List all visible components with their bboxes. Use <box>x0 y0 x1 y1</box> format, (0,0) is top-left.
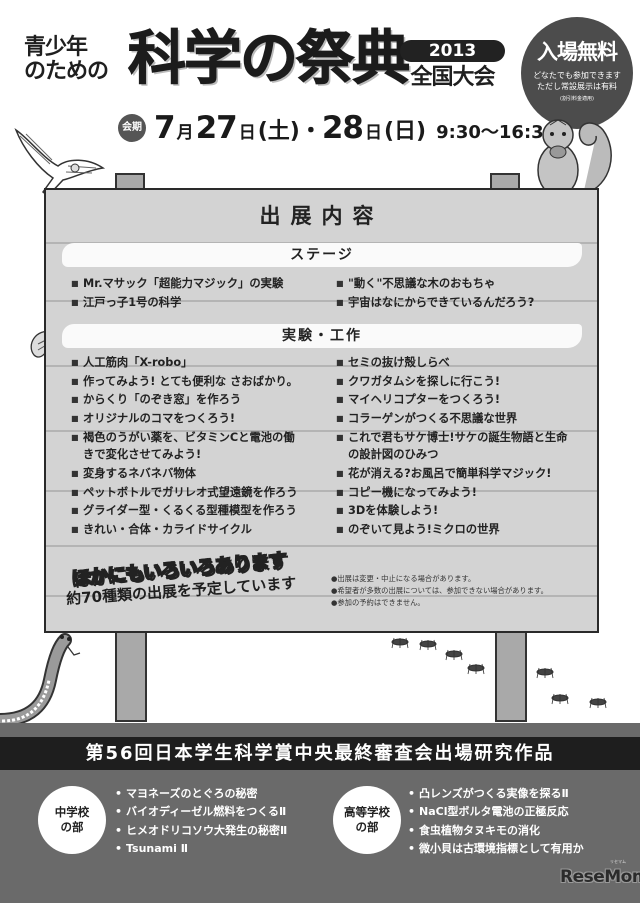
junior-high-label-line1: 中学校 <box>54 805 90 819</box>
work-item: ヒメオドリコソウ大発生の秘密Ⅱ <box>115 822 287 841</box>
award-section: 第56回日本学生科学賞中央最終審査会出場研究作品 中学校 の部 マヨネーズのとぐ… <box>0 723 640 903</box>
event-dates: 会期 7 月 27 日 (土) ・ 28 日 (日) 9:30〜16:30 <box>118 110 556 146</box>
date-separator: ・ <box>299 119 322 144</box>
experiment-item: 人工筋肉「X-robo」 <box>71 354 336 373</box>
poster-header: 青少年 のための 科学の祭典 2013 全国大会 入場無料 どなたでも参加できま… <box>0 0 640 175</box>
high-school-label: 高等学校 の部 <box>333 786 401 854</box>
day1: 27 <box>195 110 238 146</box>
snake-icon <box>0 633 81 725</box>
junior-high-label: 中学校 の部 <box>38 786 106 854</box>
experiment-item: これで君もサケ博士!サケの誕生物語と生命の設計図のひみつ <box>336 428 576 465</box>
plank-divider <box>46 595 597 597</box>
experiment-item: 花が消える?お風呂で簡単科学マジック! <box>336 465 581 484</box>
post-bottom-left <box>115 630 147 722</box>
logo-kana: リセマム <box>610 859 626 864</box>
experiment-item: 3Dを体験しよう! <box>336 502 581 521</box>
work-item: バイオディーゼル燃料をつくるⅡ <box>115 803 287 822</box>
experiments-heading: 実験・工作 <box>62 324 582 348</box>
free-admission-title: 入場無料 <box>537 40 618 64</box>
work-item: マヨネーズのとぐろの秘密 <box>115 785 287 804</box>
ants-icon <box>391 637 607 709</box>
period-badge: 会期 <box>118 114 146 142</box>
exhibit-signboard: 出展内容 ステージ Mr.マサック「超能力マジック」の実験 "動く"不思議な木の… <box>44 188 599 633</box>
bird-icon <box>14 128 106 198</box>
stage-item: 江戸っ子1号の科学 <box>71 294 336 313</box>
junior-high-works: マヨネーズのとぐろの秘密 バイオディーゼル燃料をつくるⅡ ヒメオドリコソウ大発生… <box>115 785 287 858</box>
stage-heading: ステージ <box>62 243 582 267</box>
experiment-item: ペットボトルでガリレオ式望遠鏡を作ろう <box>71 484 336 503</box>
work-item: 食虫植物タヌキモの消化 <box>408 822 584 841</box>
exhibit-notes: ●出展は変更・中止になる場合があります。 ●希望者が多数の出展については、参加で… <box>331 573 548 609</box>
stage-item: Mr.マサック「超能力マジック」の実験 <box>71 275 336 294</box>
experiment-item: クワガタムシを探しに行こう! <box>336 373 581 392</box>
experiment-item: のぞいて見よう!ミクロの世界 <box>336 521 581 540</box>
free-admission-line2: ただし常設展示は有料 <box>537 82 617 91</box>
event-time: 9:30〜16:30 <box>436 122 557 143</box>
day2-unit: 日 <box>365 123 382 143</box>
free-admission-badge: 入場無料 どなたでも参加できます ただし常設展示は有料 (割引料金適用) <box>521 17 633 129</box>
post-bottom-right <box>495 630 527 722</box>
day1-unit: 日 <box>238 123 256 143</box>
experiment-item: グライダー型・くるくる型種模型を作ろう <box>71 502 336 521</box>
award-title: 第56回日本学生科学賞中央最終審査会出場研究作品 <box>0 737 640 770</box>
high-school-works: 凸レンズがつくる実像を探るⅡ NaCl型ボルタ電池の正極反応 食虫植物タヌキモの… <box>408 785 584 858</box>
title-prefix-line1: 青少年 <box>24 35 88 60</box>
squirrel-icon <box>537 119 612 197</box>
high-school-label-line2: の部 <box>355 820 379 834</box>
experiment-item: セミの抜け殻しらべ <box>336 354 581 373</box>
experiment-item: からくり「のぞき窓」を作ろう <box>71 391 336 410</box>
main-title: 科学の祭典 <box>127 24 410 92</box>
work-item: Tsunami Ⅱ <box>115 840 287 859</box>
exhibit-contents-title: 出展内容 <box>259 204 384 228</box>
free-admission-note: (割引料金適用) <box>560 96 594 102</box>
experiment-item: コラーゲンがつくる不思議な世界 <box>336 410 581 429</box>
note-item: ●出展は変更・中止になる場合があります。 <box>331 574 476 583</box>
weekday1: (土) <box>257 119 300 144</box>
high-school-label-line1: 高等学校 <box>344 805 390 819</box>
note-item: ●希望者が多数の出展については、参加できない場合があります。 <box>331 586 548 595</box>
title-prefix: 青少年 のための <box>24 35 109 84</box>
month-unit: 月 <box>176 123 194 143</box>
experiment-item: 褐色のうがい薬を、ビタミンCと電池の働きで変化させてみよう! <box>71 428 301 465</box>
work-item: 微小貝は古環境指標として有用か <box>408 840 584 859</box>
experiment-item: コピー機になってみよう! <box>336 484 581 503</box>
resemom-logo: ReseMom <box>560 867 640 887</box>
year-badge: 2013 <box>400 40 505 62</box>
note-item: ●参加の予約はできません。 <box>331 598 425 607</box>
experiment-item: きれい・合体・カライドサイクル <box>71 521 336 540</box>
weekday2: (日) <box>384 119 427 144</box>
stage-list: Mr.マサック「超能力マジック」の実験 "動く"不思議な木のおもちゃ 江戸っ子1… <box>71 275 581 312</box>
free-admission-line1: どなたでも参加できます <box>533 71 621 80</box>
national-convention-label: 全国大会 <box>410 65 495 90</box>
experiment-item: マイヘリコプターをつくろう! <box>336 391 581 410</box>
day2: 28 <box>321 110 364 146</box>
stage-item: 宇宙はなにからできているんだろう? <box>336 294 581 313</box>
experiment-item: 作ってみよう! とても便利な さおばかり。 <box>71 373 336 392</box>
junior-high-label-line2: の部 <box>60 820 84 834</box>
plank-divider <box>46 430 597 432</box>
experiment-item: 変身するネバネバ物体 <box>71 465 336 484</box>
stage-item: "動く"不思議な木のおもちゃ <box>336 275 581 294</box>
plank-divider <box>46 545 597 547</box>
month: 7 <box>154 110 176 146</box>
work-item: NaCl型ボルタ電池の正極反応 <box>408 803 584 822</box>
work-item: 凸レンズがつくる実像を探るⅡ <box>408 785 584 804</box>
experiments-list: 人工筋肉「X-robo」 セミの抜け殻しらべ 作ってみよう! とても便利な さお… <box>71 354 581 539</box>
experiment-item: オリジナルのコマをつくろう! <box>71 410 336 429</box>
title-prefix-line2: のための <box>24 59 109 84</box>
